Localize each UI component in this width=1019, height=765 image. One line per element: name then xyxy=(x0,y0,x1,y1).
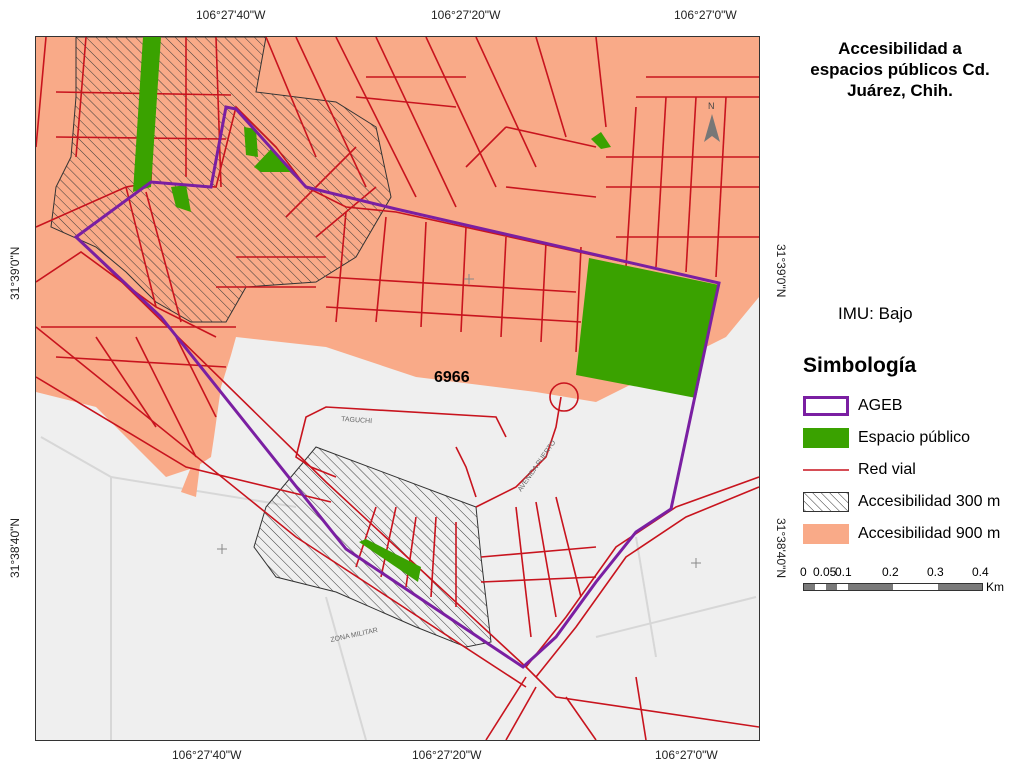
legend-symbol-public-space xyxy=(803,428,849,448)
public-spaces xyxy=(133,37,719,582)
coord-bottom-3: 106°27'0"W xyxy=(655,748,718,762)
scale-tick-4: 0.3 xyxy=(927,565,944,579)
map-title: Accesibilidad a espacios públicos Cd. Ju… xyxy=(810,39,990,100)
coord-bottom-2: 106°27'20"W xyxy=(412,748,482,762)
legend-title: Simbología xyxy=(803,354,917,377)
imu-label: IMU: Bajo xyxy=(838,304,913,323)
graticule-marks xyxy=(217,274,701,568)
legend-label-access-300: Accesibilidad 300 m xyxy=(858,493,1001,510)
scale-tick-2: 0.1 xyxy=(835,565,852,579)
coord-top-2: 106°27'20"W xyxy=(431,8,501,22)
public-space-north-small-2 xyxy=(254,149,291,172)
road-network xyxy=(36,37,759,740)
coord-bottom-1: 106°27'40"W xyxy=(172,748,242,762)
scale-bar: 0 0.05 0.1 0.2 0.3 0.4 Km xyxy=(800,565,1015,605)
north-arrow-label: N xyxy=(708,101,715,111)
scale-tick-3: 0.2 xyxy=(882,565,899,579)
scale-tick-5: 0.4 xyxy=(972,565,989,579)
scale-unit: Km xyxy=(986,580,1004,594)
scale-tick-1: 0.05 xyxy=(813,565,837,579)
map-frame[interactable]: N 6966 TAGUCHI AVENIDA PUERTO ZONA MILIT… xyxy=(35,36,760,741)
scale-tick-0: 0 xyxy=(800,565,807,579)
north-arrow-icon: N xyxy=(704,101,720,142)
legend-symbol-road xyxy=(803,469,849,471)
legend-symbol-access-300 xyxy=(803,492,849,512)
public-space-strip-north xyxy=(133,37,161,192)
scale-bar-graphic xyxy=(803,583,983,591)
coord-top-3: 106°27'0"W xyxy=(674,8,737,22)
coord-right-1: 31°39'0"N xyxy=(774,244,788,298)
public-space-park-large xyxy=(576,258,719,398)
background-streets xyxy=(40,436,757,740)
public-space-south-strip xyxy=(359,539,421,582)
ageb-boundary xyxy=(73,105,721,669)
legend-symbol-ageb xyxy=(803,396,849,416)
public-space-north-small-1 xyxy=(244,127,258,157)
legend-label-ageb: AGEB xyxy=(858,397,903,414)
coord-left-1: 31°39'0"N xyxy=(8,246,22,300)
map-canvas: N 6966 TAGUCHI AVENIDA PUERTO ZONA MILIT… xyxy=(36,37,759,740)
legend-symbol-access-900 xyxy=(803,524,849,544)
coord-top-1: 106°27'40"W xyxy=(196,8,266,22)
coord-right-2: 31°38'40"N xyxy=(774,518,788,579)
public-space-north-small-3 xyxy=(171,185,191,212)
ageb-id-label: 6966 xyxy=(434,369,470,386)
accessibility-900-spur xyxy=(181,457,201,497)
legend-label-road: Red vial xyxy=(858,461,916,478)
coord-left-2: 31°38'40"N xyxy=(8,517,22,578)
legend-label-access-900: Accesibilidad 900 m xyxy=(858,525,1001,542)
street-label-taguchi: TAGUCHI xyxy=(341,416,372,425)
public-space-north-small-4 xyxy=(591,132,611,149)
legend-label-public-space: Espacio público xyxy=(858,429,971,446)
